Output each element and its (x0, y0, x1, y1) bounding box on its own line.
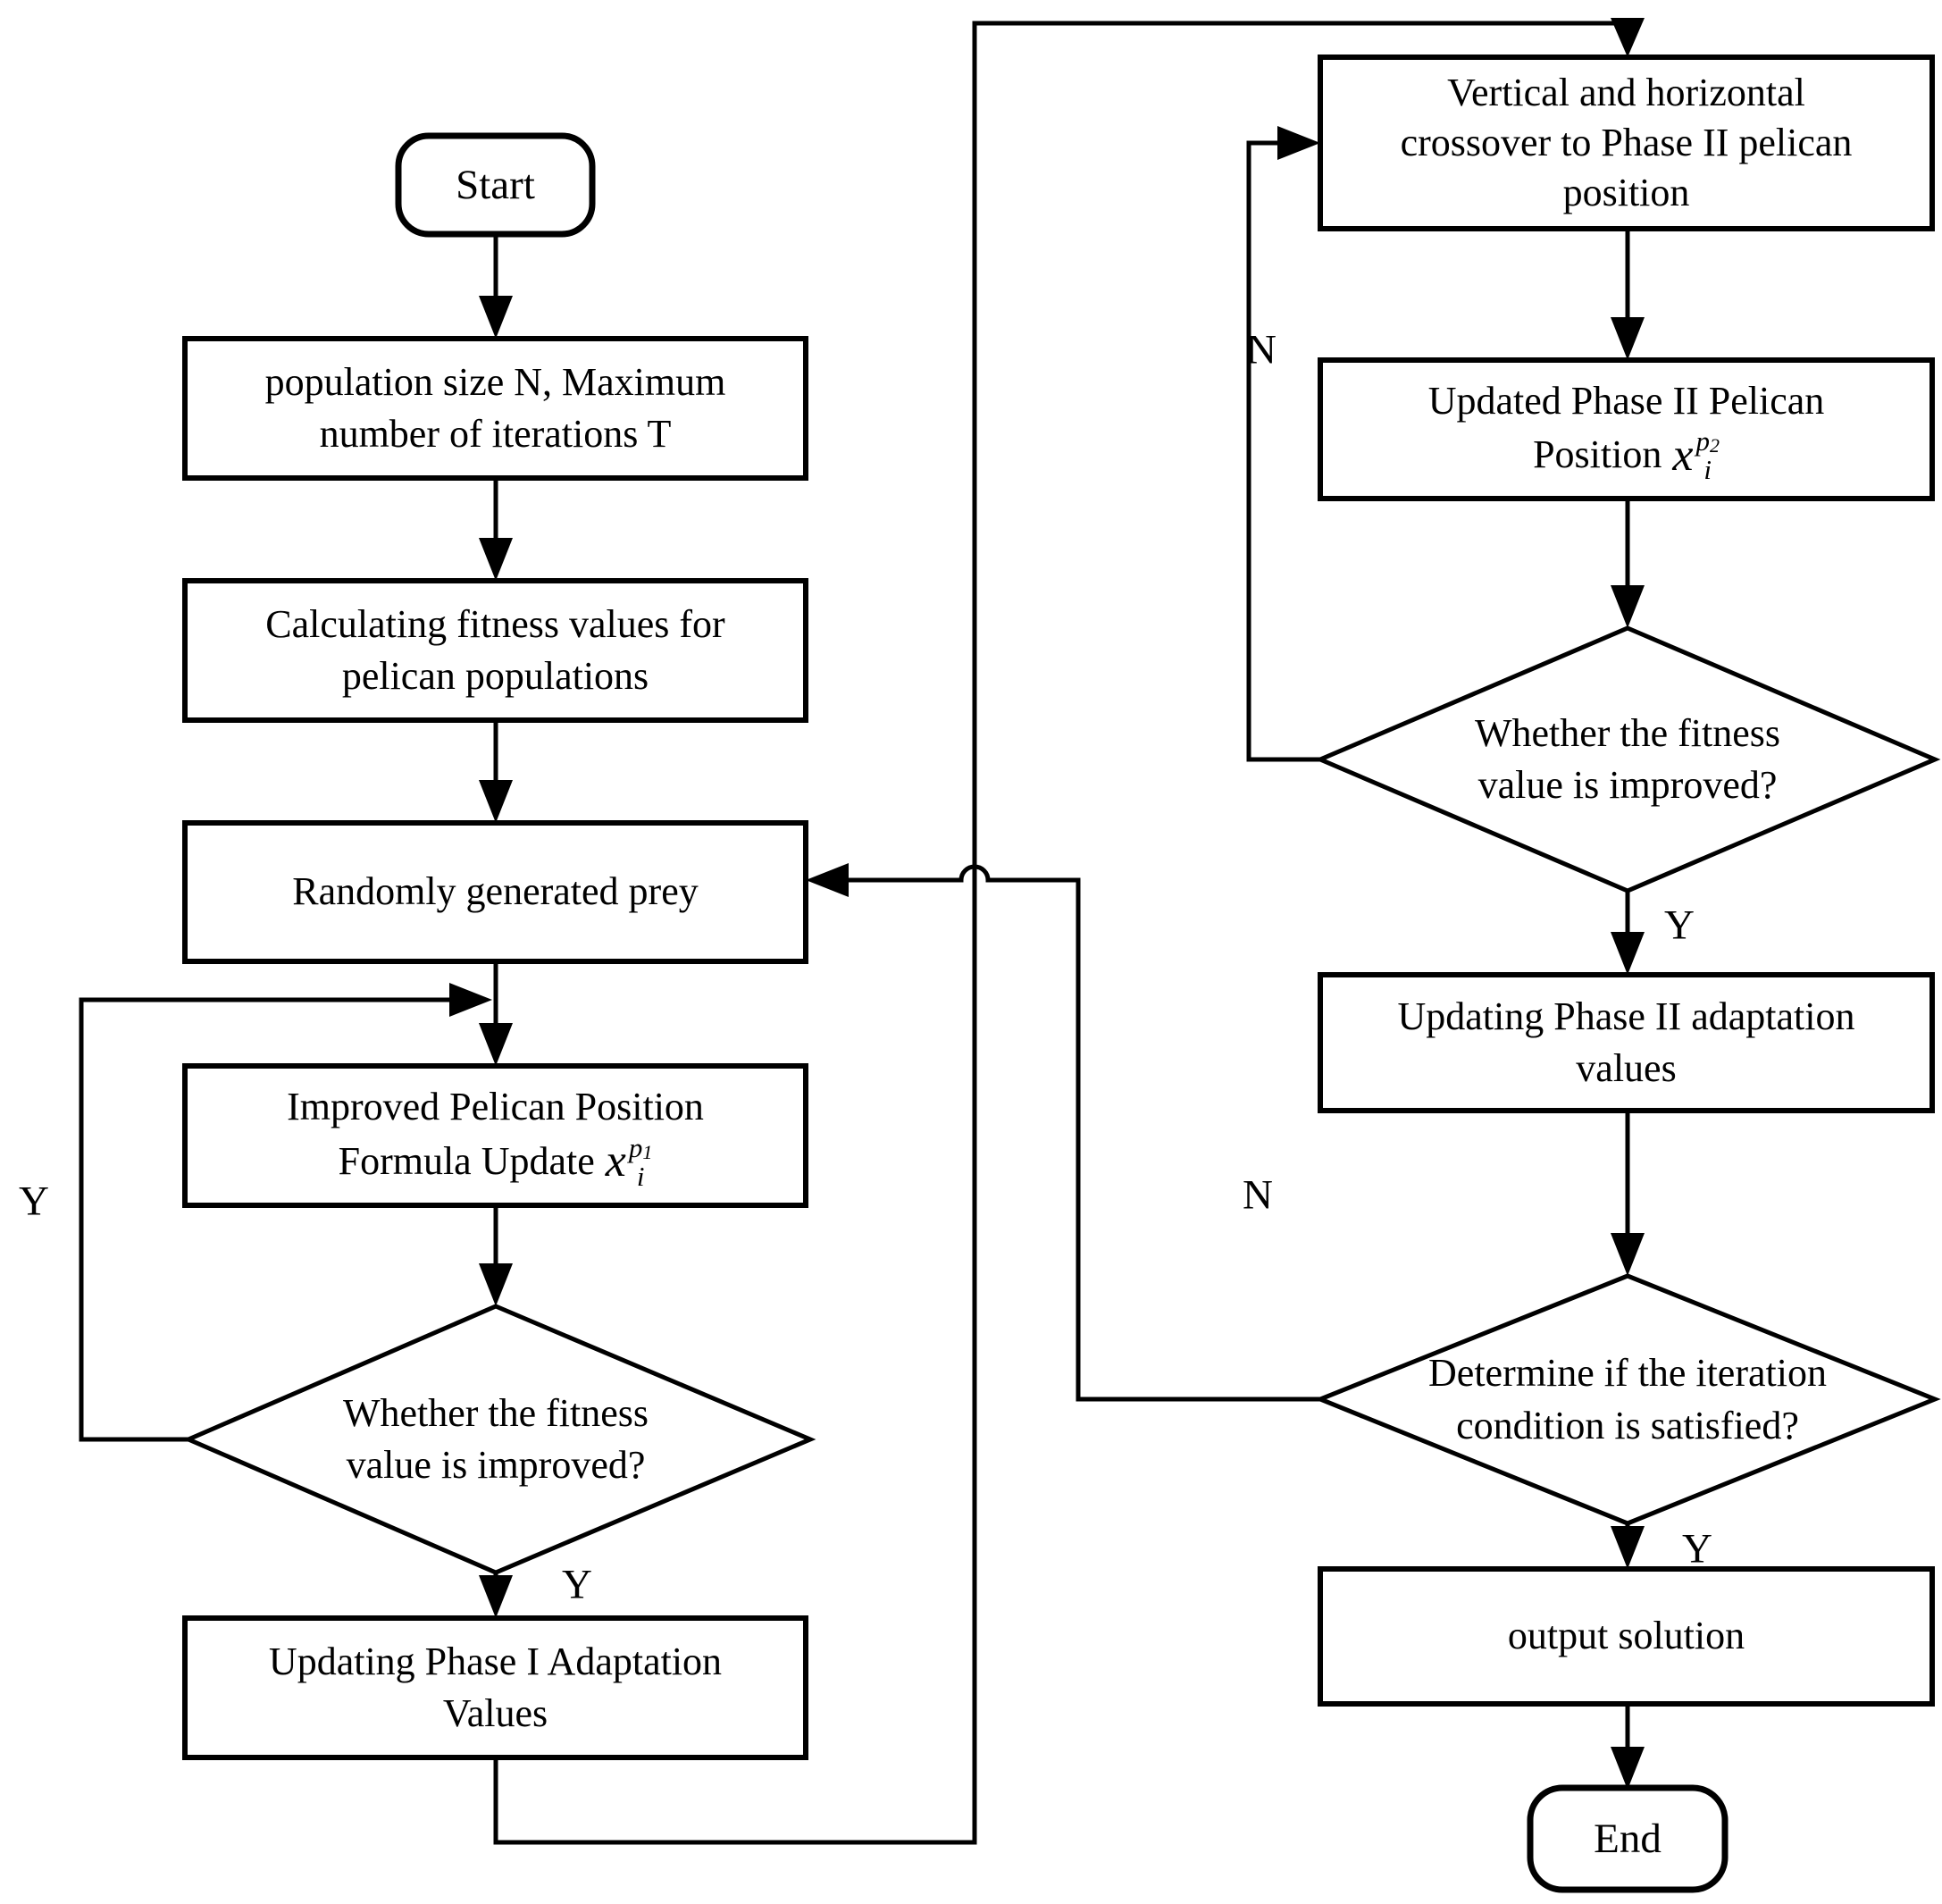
fitness-line2: pelican populations (341, 654, 649, 698)
formula2-sup: p (1695, 425, 1710, 457)
init-line1: population size N, Maximum (264, 359, 726, 404)
formula2-base: x (1672, 429, 1694, 481)
phase2pos-line2-prefix: Position (1533, 432, 1662, 477)
fitness-decision-2-shape (1314, 625, 1941, 893)
formula2-sup-sub: 2 (1709, 434, 1720, 457)
arrowhead-output-end (1611, 1747, 1645, 1790)
phase2pos-line2: Position x p 2 i (1533, 427, 1720, 483)
output-label: output solution (1507, 1614, 1745, 1658)
improved-position-box: Improved Pelican Position Formula Update… (185, 1066, 806, 1205)
arrowhead-loop-junction (449, 983, 492, 1017)
end-label: End (1594, 1815, 1662, 1862)
crossover-line1: Vertical and horizontal (1447, 70, 1805, 114)
arrowhead-init-fitness (479, 538, 513, 581)
phase1-line1: Updating Phase I Adaptation (268, 1639, 723, 1683)
phase2-adaptation-box: Updating Phase II adaptation values (1320, 975, 1932, 1111)
edge-label-decision1-yes: Y (562, 1561, 592, 1608)
init-line2: number of iterations T (319, 412, 672, 456)
output-box-shape (1318, 1566, 1935, 1707)
decision1-line2: value is improved? (346, 1443, 646, 1487)
arrowhead-phase2adapt-iteration (1611, 1233, 1645, 1276)
arrowhead-prey-improved (479, 1023, 513, 1066)
end-node: End (1530, 1788, 1725, 1890)
arrowhead-iteration-output (1611, 1526, 1645, 1569)
formula1-sub: i (636, 1160, 645, 1192)
arrowhead-decision2-phase2adapt (1611, 932, 1645, 975)
phase2-adaptation-box-shape (1318, 972, 1935, 1113)
iteration-decision: Determine if the iteration condition is … (1351, 1276, 1904, 1523)
start-node: Start (398, 136, 592, 234)
iteration-decision-shape (1314, 1273, 1941, 1526)
arrowhead-into-crossover-left (1277, 126, 1320, 160)
init-box: population size N, Maximum number of ite… (185, 339, 806, 478)
arrowhead-into-crossover-top (1611, 18, 1645, 57)
fitness-decision-2: Whether the fitness value is improved? (1360, 628, 1896, 891)
phase2pos-line1: Updated Phase II Pelican (1427, 378, 1825, 423)
improved-line1: Improved Pelican Position (287, 1085, 704, 1129)
phase1-adaptation-box: Updating Phase I Adaptation Values (185, 1618, 806, 1757)
fitness-box-shape (182, 578, 808, 723)
start-label: Start (456, 161, 535, 208)
pelican-position-formula-p2: x p 2 i (1672, 427, 1720, 483)
edge-decision2-no-loop (1246, 140, 1320, 762)
improved-line2-prefix: Formula Update (338, 1138, 595, 1183)
edge-label-iteration-no: N (1243, 1171, 1273, 1219)
edge-label-decision2-no: N (1246, 326, 1277, 373)
crossover-line3: position (1562, 171, 1690, 215)
phase2adapt-line2: values (1576, 1046, 1677, 1090)
crossover-box: Vertical and horizontal crossover to Pha… (1320, 57, 1932, 229)
iteration-line1: Determine if the iteration (1428, 1351, 1827, 1396)
crossover-box-shape (1318, 55, 1935, 231)
arrowhead-improved-decision1 (479, 1263, 513, 1306)
phase2adapt-line1: Updating Phase II adaptation (1397, 994, 1855, 1038)
arrowhead-fitness-prey (479, 780, 513, 823)
output-box: output solution (1320, 1569, 1932, 1704)
phase1-line2: Values (442, 1691, 548, 1735)
pelican-position-formula-p1: x p 1 i (606, 1134, 653, 1190)
formula1-sup-sub: 1 (642, 1140, 653, 1163)
arrowhead-decision1-phase1 (479, 1575, 513, 1618)
init-box-shape (182, 336, 808, 481)
decision1-line1: Whether the fitness (342, 1390, 649, 1435)
formula1-sup: p (628, 1131, 643, 1163)
crossover-line2: crossover to Phase II pelican (1400, 120, 1853, 164)
arrowhead-crossover-phase2pos (1611, 317, 1645, 360)
formula1-base: x (605, 1136, 626, 1187)
phase2-position-box: Updated Phase II Pelican Position x p 2 … (1320, 360, 1932, 499)
iteration-line2: condition is satisfied? (1456, 1403, 1799, 1447)
arrowhead-start-init (479, 296, 513, 339)
edge-label-iteration-yes: Y (1682, 1525, 1712, 1573)
formula2-sub: i (1703, 454, 1712, 486)
decision2-line2: value is improved? (1477, 763, 1778, 807)
arrowhead-into-prey-right (806, 863, 849, 897)
prey-box: Randomly generated prey (185, 823, 806, 961)
fitness-decision-1-shape (182, 1304, 816, 1575)
edge-iteration-no-loop (849, 864, 1320, 1402)
fitness-line1: Calculating fitness values for (265, 601, 725, 646)
arrowhead-phase2pos-decision2 (1611, 585, 1645, 628)
prey-label: Randomly generated prey (292, 869, 699, 914)
edge-label-decision2-yes: Y (1664, 902, 1695, 949)
prey-box-shape (182, 820, 808, 964)
phase1-adaptation-box-shape (182, 1615, 808, 1760)
edge-phase1-crossover (493, 21, 1628, 1845)
fitness-box: Calculating fitness values for pelican p… (185, 581, 806, 720)
decision2-line1: Whether the fitness (1474, 710, 1781, 755)
edge-label-left-loop-yes: Y (19, 1178, 49, 1225)
fitness-decision-1: Whether the fitness value is improved? (228, 1306, 764, 1573)
edge-decision1-loop-back (79, 997, 449, 1442)
phase2-position-box-shape (1318, 357, 1935, 501)
start-node-shape (395, 132, 596, 238)
improved-line2: Formula Update x p 1 i (339, 1134, 653, 1190)
improved-position-box-shape (182, 1063, 808, 1208)
